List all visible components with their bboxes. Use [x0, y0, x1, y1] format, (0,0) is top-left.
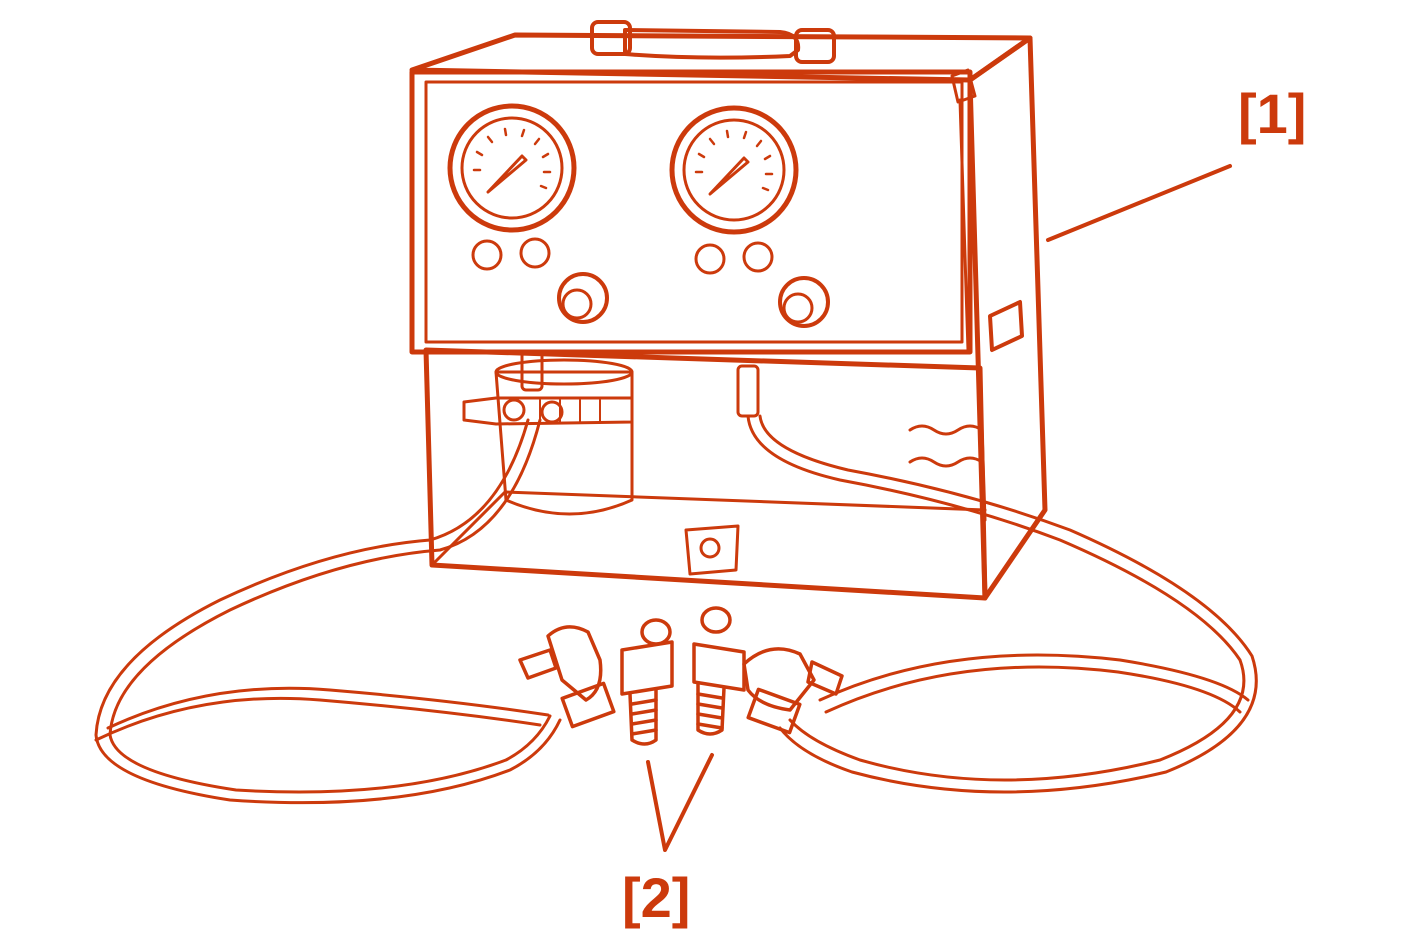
- side-slot: [988, 300, 1024, 352]
- gauge-right: [669, 105, 799, 235]
- reservoir-body: [494, 370, 634, 516]
- button-right-1: [694, 243, 726, 275]
- hose-left: [94, 418, 562, 805]
- right-outlet-fitting: [736, 364, 760, 418]
- knob-right: [778, 276, 830, 328]
- vent-wave-1: [908, 424, 984, 436]
- gauge-right-bezel: [669, 105, 799, 235]
- adapter-right-block: [692, 642, 746, 692]
- handle-cap-right: [794, 28, 836, 64]
- reservoir-clamp: [462, 396, 634, 426]
- adapter-right-threads: [696, 682, 726, 736]
- adapter-right-cap: [700, 606, 732, 634]
- carry-handle: [590, 20, 836, 64]
- controls: [471, 237, 830, 328]
- adapter-left-nipple: [518, 648, 558, 680]
- front-panel-inner: [424, 80, 964, 344]
- gauge-left-needle: [486, 154, 528, 194]
- button-right-2: [742, 241, 774, 273]
- adapter-left-block: [620, 640, 674, 696]
- tester-case: [409, 32, 1048, 601]
- hose-right: [746, 414, 1258, 794]
- lower-tray: [423, 347, 988, 601]
- gauge-right-ticks: [694, 129, 774, 192]
- adapter-left-nut: [560, 681, 616, 729]
- leader-line-1: [1046, 164, 1232, 242]
- reservoir-fitting: [520, 350, 544, 392]
- adapter-right-nipple: [806, 660, 844, 696]
- callout-tester-unit: [1]: [1238, 82, 1307, 145]
- leader-line-2: [646, 753, 714, 852]
- adapter-right: [692, 606, 844, 736]
- adapter-left-elbow: [546, 625, 603, 702]
- gauge-left: [447, 103, 577, 233]
- gauge-right-needle: [708, 156, 750, 196]
- clamp-screw-2: [540, 400, 564, 424]
- callout-adapters: [2]: [622, 866, 691, 929]
- gauge-right-face: [682, 118, 786, 222]
- adapter-left-cap: [640, 618, 672, 646]
- adapter-left-threads: [628, 688, 658, 746]
- vent-wave-2: [908, 456, 984, 468]
- button-left-2: [519, 237, 551, 269]
- gauge-left-bezel: [447, 103, 577, 233]
- tray-bracket: [684, 524, 740, 576]
- button-left-1: [471, 239, 503, 271]
- reservoir-top: [494, 358, 634, 386]
- front-panel: [409, 69, 973, 355]
- fluid-reservoir: [462, 350, 634, 516]
- tray-rear-edge: [978, 366, 987, 522]
- handle-cap-left: [590, 20, 632, 56]
- tray-bracket-hole: [699, 537, 721, 559]
- clamp-screw-1: [502, 398, 526, 422]
- handle-grip: [623, 28, 801, 60]
- gauge-left-face: [460, 116, 564, 220]
- gauge-left-ticks: [472, 127, 552, 190]
- knob-left: [557, 272, 609, 324]
- lid-latch: [950, 68, 977, 104]
- side-edge-line: [958, 98, 970, 352]
- adapter-left: [518, 618, 674, 746]
- adapter-right-nut: [746, 687, 802, 735]
